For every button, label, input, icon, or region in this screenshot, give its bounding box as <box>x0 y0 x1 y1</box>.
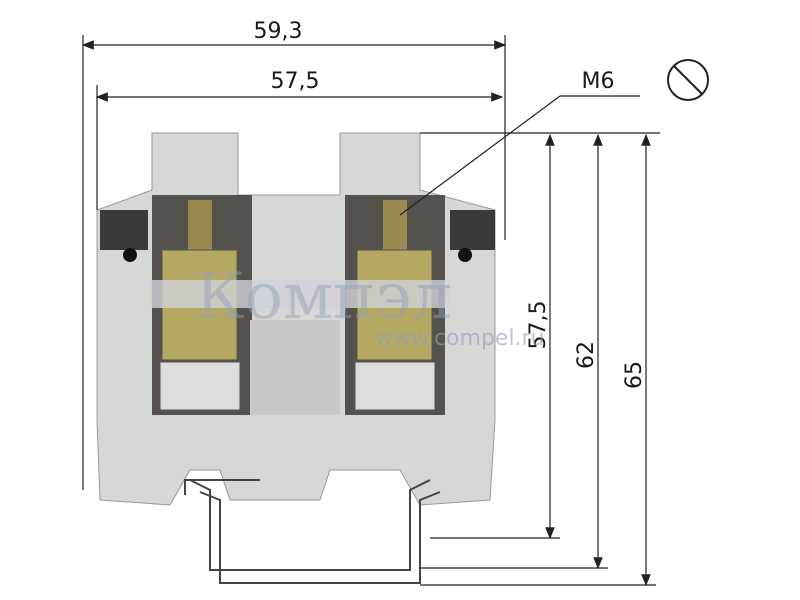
din-rail <box>184 479 441 584</box>
dim-width-inner: 57,5 <box>271 69 320 94</box>
watermark-brand: Компэл <box>195 260 452 334</box>
dim-height-rail: 62 <box>574 341 599 369</box>
dim-width-outer: 59,3 <box>254 19 303 44</box>
slotted-screwdriver-icon <box>667 59 709 101</box>
dim-height-body: 57,5 <box>526 301 551 350</box>
watermark-url: www.compel.ru <box>375 326 545 351</box>
dim-height-total: 65 <box>622 361 647 389</box>
dimension-lines <box>81 35 660 587</box>
screw-size-label: M6 <box>582 69 615 94</box>
screw-clamps <box>150 200 450 411</box>
